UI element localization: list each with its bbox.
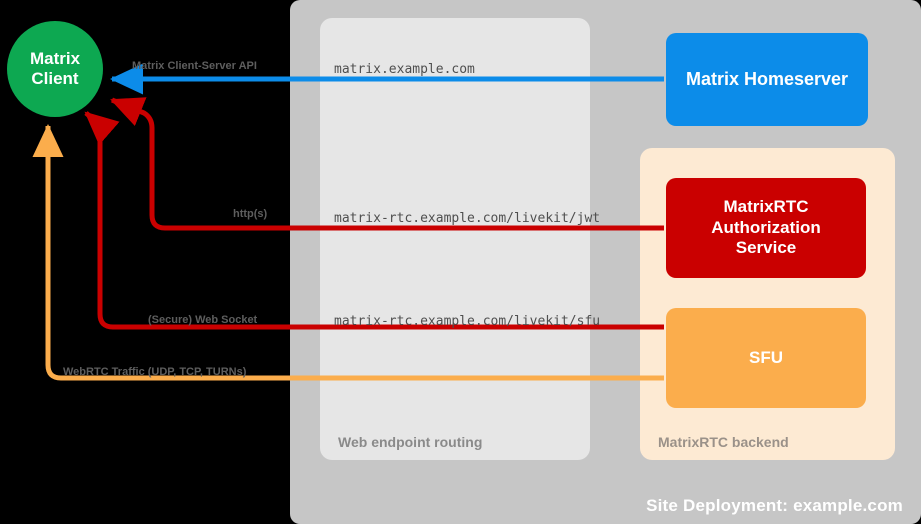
sfu-label: SFU bbox=[749, 347, 783, 367]
matrix-client-line2: Client bbox=[31, 69, 79, 88]
web-endpoint-routing-panel: Web endpoint routing bbox=[320, 18, 590, 460]
matrix-homeserver-node[interactable]: Matrix Homeserver bbox=[666, 33, 868, 126]
sfu-node[interactable]: SFU bbox=[666, 308, 866, 408]
auth-service-line1: MatrixRTC bbox=[723, 196, 809, 216]
site-deployment-label: Site Deployment: example.com bbox=[646, 496, 903, 515]
matrixrtc-backend-label: MatrixRTC backend bbox=[658, 434, 789, 450]
endpoint-label-livekit-sfu: matrix-rtc.example.com/livekit/sfu bbox=[334, 314, 601, 329]
flow-label-web-socket: (Secure) Web Socket bbox=[148, 314, 258, 326]
matrix-client-line1: Matrix bbox=[29, 48, 81, 68]
flow-label-https: http(s) bbox=[233, 208, 268, 220]
endpoint-label-matrix: matrix.example.com bbox=[334, 62, 475, 77]
flow-label-webrtc-traffic: WebRTC Traffic (UDP, TCP, TURNs) bbox=[63, 366, 247, 378]
web-endpoint-routing-label: Web endpoint routing bbox=[338, 434, 483, 450]
matrix-homeserver-label: Matrix Homeserver bbox=[685, 68, 849, 89]
auth-service-line3: Service bbox=[735, 238, 797, 258]
matrix-client-node[interactable]: Matrix Client bbox=[7, 21, 103, 117]
endpoint-label-livekit-jwt: matrix-rtc.example.com/livekit/jwt bbox=[334, 211, 601, 226]
auth-service-line2: Authorization bbox=[711, 217, 821, 237]
flow-label-client-server-api: Matrix Client-Server API bbox=[132, 60, 257, 72]
matrixrtc-authorization-service-node[interactable]: MatrixRTC Authorization Service bbox=[666, 178, 866, 278]
